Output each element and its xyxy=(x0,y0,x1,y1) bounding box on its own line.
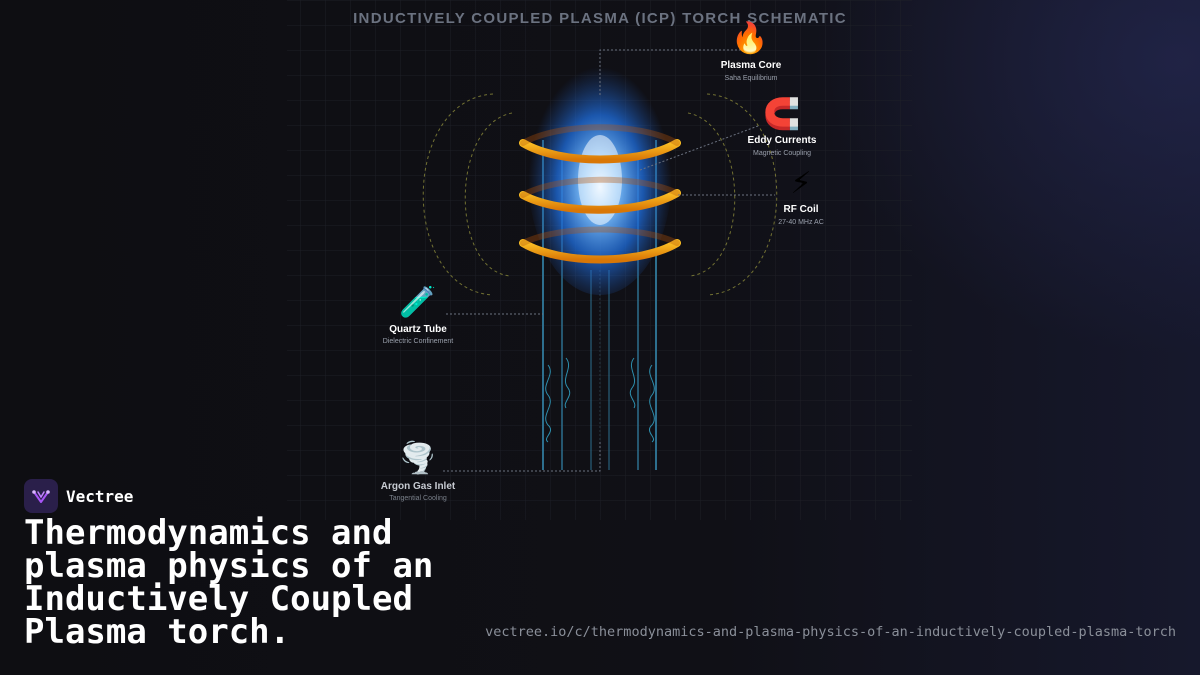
article-url[interactable]: vectree.io/c/thermodynamics-and-plasma-p… xyxy=(485,624,1176,640)
brand[interactable]: Vectree xyxy=(24,479,133,513)
tornado-icon: 🌪️ xyxy=(399,441,437,476)
plasma-core-subtitle: Saha Equilibrium xyxy=(724,75,778,82)
magnetic-field-lines xyxy=(422,93,778,296)
rf-coil-subtitle: 27-40 MHz AC xyxy=(778,219,824,226)
rf-coil-backs xyxy=(520,124,680,246)
vectree-logo-icon xyxy=(24,479,58,513)
fire-icon: 🔥 xyxy=(731,21,769,56)
rf-coil-loops xyxy=(519,139,681,264)
argon-gas-inlet-subtitle: Tangential Cooling xyxy=(389,495,447,502)
plasma-core-label: Plasma Core xyxy=(720,60,782,71)
diagram-title: INDUCTIVELY COUPLED PLASMA (ICP) TORCH S… xyxy=(353,10,847,27)
quartz-tube-subtitle: Dielectric Confinement xyxy=(382,338,454,345)
headline: Thermodynamics and plasma physics of an … xyxy=(24,513,434,652)
argon-gas-inlet-label: Argon Gas Inlet xyxy=(380,481,456,492)
magnet-icon: 🧲 xyxy=(763,97,801,132)
eddy-currents-subtitle: Magnetic Coupling xyxy=(753,150,811,157)
rf-coil-label: RF Coil xyxy=(783,204,819,215)
quartz-tube-label: Quartz Tube xyxy=(389,324,447,335)
lightning-icon: ⚡ xyxy=(790,166,812,201)
eddy-currents-label: Eddy Currents xyxy=(747,135,817,146)
leader-lines xyxy=(443,49,775,472)
gas-swirl-lines xyxy=(545,357,655,443)
test-tube-icon: 🧪 xyxy=(399,285,437,320)
brand-name: Vectree xyxy=(66,486,134,506)
